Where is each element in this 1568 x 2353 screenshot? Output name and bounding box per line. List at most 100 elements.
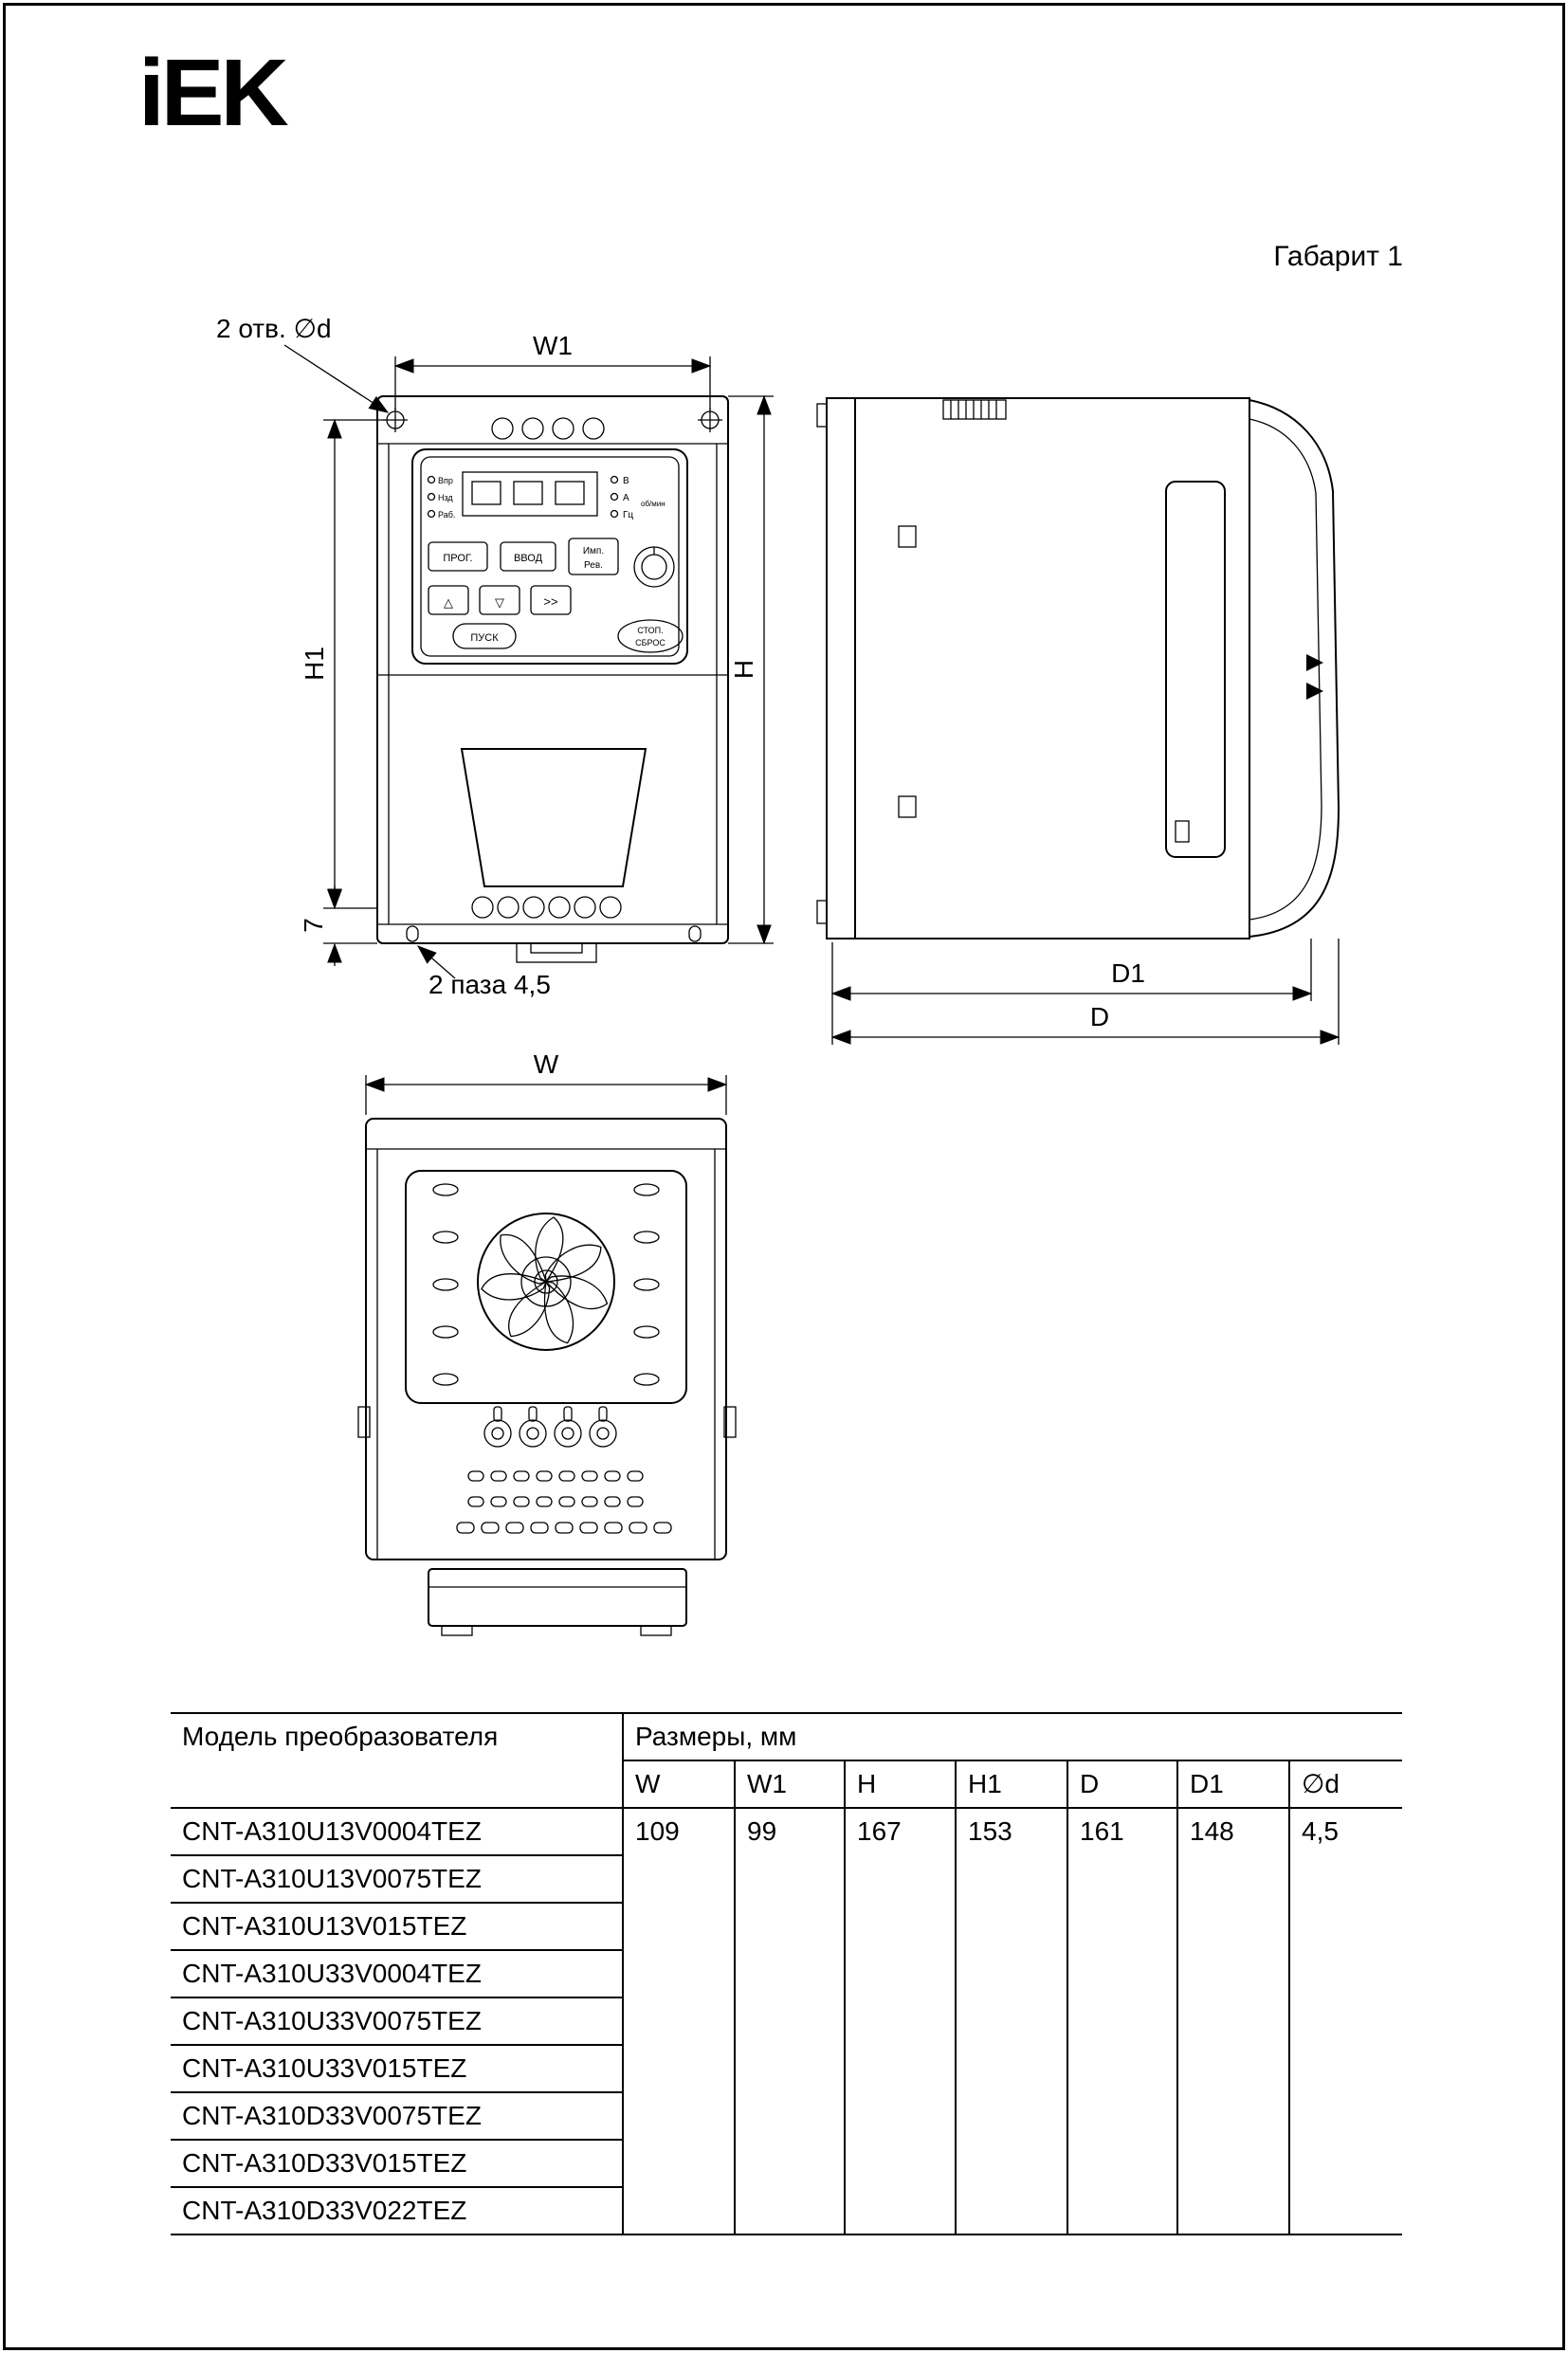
col-header-w1: W1 bbox=[734, 1760, 845, 1809]
value-cell-d1: 148 bbox=[1176, 1808, 1289, 2235]
stop-reset-button bbox=[617, 619, 684, 653]
side-window bbox=[1165, 481, 1226, 858]
prog-button bbox=[428, 541, 488, 572]
slots-note: 2 паза 4,5 bbox=[428, 970, 551, 999]
bottom-mount-bar bbox=[428, 1568, 687, 1627]
model-cell: CNT-A310U33V0004TEZ bbox=[171, 1950, 624, 1998]
table-row: CNT-A310D33V015TEZ bbox=[171, 2140, 1402, 2188]
terminal-cover bbox=[460, 748, 647, 887]
dim-d1-label: D1 bbox=[1111, 958, 1145, 988]
mounting-slot-right bbox=[688, 925, 702, 942]
model-cell: CNT-A310U33V0075TEZ bbox=[171, 1997, 624, 2046]
run-button-label: ПУСК bbox=[470, 632, 499, 644]
fan-panel bbox=[405, 1170, 687, 1404]
prog-button-label: ПРОГ. bbox=[443, 553, 472, 564]
unit-volt-label: В bbox=[623, 476, 629, 486]
table-row: CNT-A310U33V0004TEZ bbox=[171, 1950, 1402, 1998]
value-cell-h: 167 bbox=[844, 1808, 956, 2235]
size-variant-label: Габарит 1 bbox=[1273, 241, 1403, 272]
holes-note: 2 отв. ∅d bbox=[216, 314, 332, 343]
up-button-label: △ bbox=[444, 595, 453, 610]
led-reverse bbox=[427, 492, 436, 502]
led-forward bbox=[427, 475, 436, 484]
stop-button-label2: СБРОС bbox=[635, 638, 665, 648]
led-hz bbox=[610, 509, 619, 519]
bottom-body-outline bbox=[365, 1118, 727, 1560]
jog-button-label1: Имп. bbox=[583, 546, 604, 556]
model-cell: CNT-A310U13V0004TEZ bbox=[171, 1808, 624, 1856]
back-plate bbox=[826, 397, 856, 939]
table-row: CNT-A310U13V0075TEZ bbox=[171, 1855, 1402, 1904]
table-row: CNT-A310U13V0004TEZ 109 99 167 153 161 1… bbox=[171, 1808, 1402, 2235]
dim-d-label: D bbox=[1090, 1002, 1109, 1031]
display bbox=[462, 471, 598, 517]
front-cover-profile bbox=[1249, 399, 1340, 938]
down-button bbox=[479, 585, 520, 615]
stop-button-label1: СТОП. bbox=[637, 626, 663, 635]
bottom-view: W bbox=[357, 1049, 737, 1636]
table-header-model: Модель преобразователя bbox=[171, 1712, 624, 1809]
model-cell: CNT-A310D33V015TEZ bbox=[171, 2140, 624, 2188]
model-cell: CNT-A310U13V0075TEZ bbox=[171, 1855, 624, 1904]
col-header-h: H bbox=[844, 1760, 956, 1809]
col-header-dia: ∅d bbox=[1288, 1760, 1402, 1809]
side-body-outline bbox=[854, 397, 1250, 939]
top-vent-grille bbox=[942, 399, 1007, 420]
enter-button-label: ВВОД bbox=[514, 553, 543, 564]
table-row: CNT-A310U33V0075TEZ bbox=[171, 1997, 1402, 2046]
model-cell: CNT-A310U13V015TEZ bbox=[171, 1903, 624, 1951]
unit-rpm-label: об/мин bbox=[641, 500, 665, 508]
table-row: CNT-A310U33V015TEZ bbox=[171, 2045, 1402, 2093]
col-header-h1: H1 bbox=[955, 1760, 1067, 1809]
led-amp bbox=[610, 492, 619, 502]
down-button-label: ▽ bbox=[495, 595, 504, 610]
dim-w-label: W bbox=[534, 1049, 559, 1079]
jog-rev-button bbox=[568, 538, 619, 575]
mounting-hole-left bbox=[383, 408, 408, 432]
unit-amp-label: А bbox=[623, 493, 629, 503]
control-panel: Впр Нзд Раб. В А Гц об/мин ПРОГ. ВВОД Им… bbox=[411, 448, 688, 665]
led-run bbox=[427, 509, 436, 519]
enter-button bbox=[500, 541, 556, 572]
led-run-label: Раб. bbox=[438, 510, 455, 520]
value-cell-dia: 4,5 bbox=[1288, 1808, 1402, 2235]
table-row: CNT-A310D33V022TEZ bbox=[171, 2187, 1402, 2235]
up-button bbox=[428, 585, 469, 615]
led-reverse-label: Нзд bbox=[438, 493, 453, 502]
front-view: Впр Нзд Раб. В А Гц об/мин ПРОГ. ВВОД Им… bbox=[216, 314, 774, 999]
mounting-slot-left bbox=[406, 925, 419, 942]
shift-button-label: >> bbox=[543, 594, 557, 609]
shift-button bbox=[530, 585, 572, 615]
side-view: D1 D bbox=[816, 397, 1340, 1045]
col-header-d: D bbox=[1067, 1760, 1177, 1809]
dimensions-table: Модель преобразователя Размеры, мм W W1 … bbox=[171, 1712, 1402, 2235]
dim-h1-label: H1 bbox=[300, 647, 329, 681]
table-row: CNT-A310U13V015TEZ bbox=[171, 1903, 1402, 1951]
led-forward-label: Впр bbox=[438, 476, 453, 485]
front-body-outline bbox=[376, 395, 729, 944]
dimension-drawing: Впр Нзд Раб. В А Гц об/мин ПРОГ. ВВОД Им… bbox=[216, 314, 1340, 1636]
table-row: CNT-A310D33V0075TEZ bbox=[171, 2092, 1402, 2141]
unit-hz-label: Гц bbox=[623, 510, 633, 520]
cover-latch bbox=[1306, 654, 1323, 671]
value-cell-d: 161 bbox=[1067, 1808, 1177, 2235]
value-cell-h1: 153 bbox=[955, 1808, 1067, 2235]
dim-w1-label: W1 bbox=[533, 331, 573, 360]
mounting-hole-right bbox=[698, 408, 722, 432]
jog-button-label2: Рев. bbox=[584, 560, 603, 571]
model-cell: CNT-A310D33V0075TEZ bbox=[171, 2092, 624, 2141]
model-cell: CNT-A310D33V022TEZ bbox=[171, 2187, 624, 2235]
led-volt bbox=[610, 475, 619, 484]
dim-7-label: 7 bbox=[299, 918, 328, 933]
col-header-d1: D1 bbox=[1176, 1760, 1289, 1809]
cover-latch bbox=[1306, 683, 1323, 700]
cooling-fan bbox=[477, 1213, 615, 1351]
col-header-w: W bbox=[623, 1760, 735, 1809]
value-cell-w1: 99 bbox=[734, 1808, 845, 2235]
dim-h-label: H bbox=[729, 660, 758, 679]
value-cell-w: 109 bbox=[623, 1808, 735, 2235]
model-cell: CNT-A310U33V015TEZ bbox=[171, 2045, 624, 2093]
iek-logo: iEK bbox=[138, 40, 289, 146]
table-header-dimensions: Размеры, мм bbox=[623, 1712, 1402, 1761]
